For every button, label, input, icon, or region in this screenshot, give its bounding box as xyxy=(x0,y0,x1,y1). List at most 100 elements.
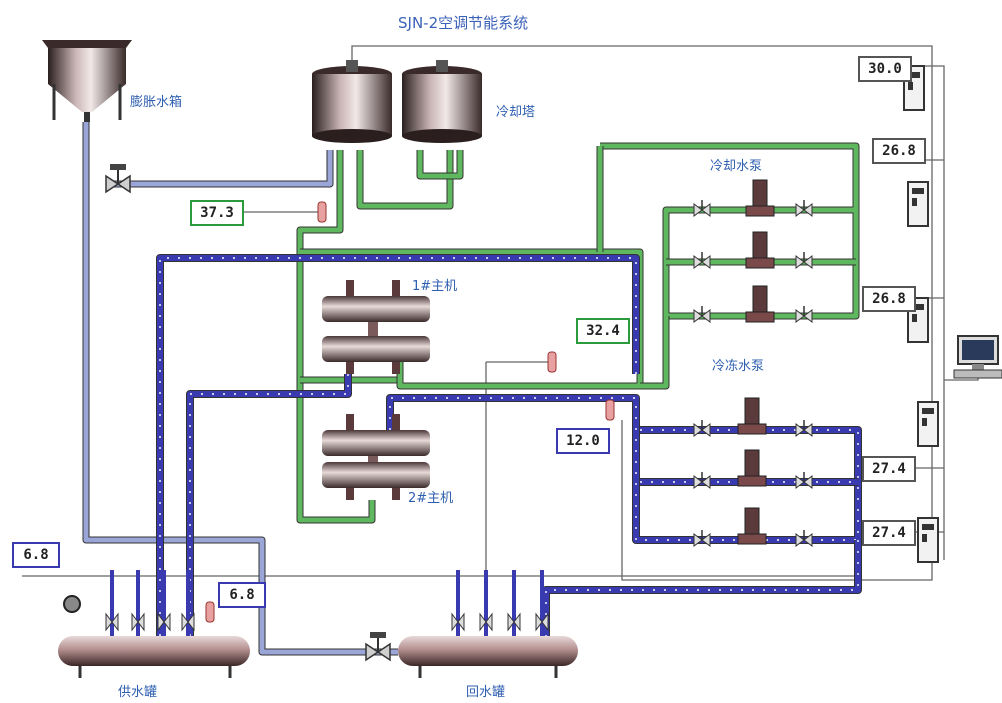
cooling-tower-2 xyxy=(402,60,482,143)
valve-icon-l xyxy=(795,203,805,217)
label-cooling-tower: 冷却塔 xyxy=(496,105,535,120)
tower-makeup-pipe xyxy=(110,150,333,187)
valve-icon-r xyxy=(803,423,813,437)
inverter-cabinet-icon-screen xyxy=(922,524,934,530)
chilled-pipe-b-flow xyxy=(189,374,349,636)
label-chilled-pumps: 冷冻水泵 xyxy=(712,358,764,374)
readout-chilled-pump-b: 27.4 xyxy=(862,520,916,546)
cooling-tower-1 xyxy=(312,60,392,143)
supply-branch-v1 xyxy=(105,612,113,632)
valve-icon-l xyxy=(693,423,703,437)
valve-icon-l xyxy=(795,533,805,547)
chilled-pipe-c xyxy=(387,395,861,543)
valve-icon-r xyxy=(803,309,813,323)
chilled-pipe-e-flow xyxy=(545,540,859,636)
diagram-title: SJN-2空调节能系统 xyxy=(398,14,528,32)
return-branch-v1 xyxy=(479,612,487,632)
makeup-pipe xyxy=(83,122,398,655)
return-branch-v2 xyxy=(485,612,493,632)
valve-icon-r xyxy=(701,309,711,323)
valve-icon-r xyxy=(701,255,711,269)
cooling-pipe-a xyxy=(297,150,375,523)
cooling-pipe-c-outline xyxy=(416,150,464,180)
computer-icon xyxy=(953,335,1002,379)
supply-branch-v1 xyxy=(181,612,189,632)
inverter-cabinet-icon-screen xyxy=(912,304,924,310)
cooling-pipe-i-outline xyxy=(640,316,670,390)
gauge-icon xyxy=(63,595,81,613)
supply-tank xyxy=(58,636,250,678)
flow-sensor-icon xyxy=(205,601,215,623)
inverter-cabinet-icon-btn xyxy=(912,198,917,206)
flow-sensor-icon xyxy=(547,351,557,373)
label-return-tank: 回水罐 xyxy=(466,685,505,700)
valve-icon-r xyxy=(701,203,711,217)
signal-line-main xyxy=(351,45,933,581)
chiller-2 xyxy=(322,414,430,500)
flow-sensor-icon xyxy=(605,399,615,421)
valve-icon-l xyxy=(693,533,703,547)
return-branch-v1 xyxy=(507,612,515,632)
valve-icon-left xyxy=(365,642,380,662)
tower-makeup-pipe-outline xyxy=(110,150,334,188)
supply-branch-v2 xyxy=(137,612,145,632)
inverter-cabinet-icon-btn xyxy=(912,314,917,322)
supply-branch-v2 xyxy=(163,612,171,632)
label-chiller-2: 2#主机 xyxy=(408,491,453,506)
pump-icon-body xyxy=(737,475,767,487)
chilled-pipe-e xyxy=(543,540,861,636)
valve-icon-l xyxy=(693,203,703,217)
valve-icon-handle xyxy=(370,632,386,638)
return-tank xyxy=(398,636,578,678)
expansion-tank xyxy=(42,40,132,122)
supply-branch-v2 xyxy=(187,612,195,632)
valve-icon-l xyxy=(795,255,805,269)
equipment-layer xyxy=(63,65,939,662)
flow-sensor-icon xyxy=(317,201,327,223)
cooling-pipe-c xyxy=(417,150,463,179)
label-cooling-pumps: 冷却水泵 xyxy=(710,159,762,174)
valve-icon-l xyxy=(693,475,703,489)
valve-icon-l xyxy=(693,309,703,323)
inverter-cabinet-icon-btn xyxy=(922,418,927,426)
valve-icon-r xyxy=(803,203,813,217)
valve-icon-r xyxy=(701,533,711,547)
valve-icon-right xyxy=(376,642,391,662)
valve-icon-l xyxy=(795,309,805,323)
valve-icon-r xyxy=(803,255,813,269)
valve-icon-r xyxy=(803,533,813,547)
readout-supply-header: 6.8 xyxy=(218,582,266,608)
valve-icon-l xyxy=(795,475,805,489)
return-branch-v1 xyxy=(451,612,459,632)
readout-cooling-pump-bottom: 26.8 xyxy=(862,286,916,312)
pump-icon-body xyxy=(745,311,775,323)
valve-icon-handle xyxy=(110,164,126,170)
supply-branch-v1 xyxy=(131,612,139,632)
pipe-network xyxy=(22,45,979,656)
return-branch-v2 xyxy=(513,612,521,632)
readout-chilled-return: 12.0 xyxy=(556,428,610,454)
pump-icon-body xyxy=(745,205,775,217)
inverter-cabinet-icon-btn xyxy=(908,82,913,90)
chilled-pipe-c-flow xyxy=(389,397,859,541)
valve-icon-l xyxy=(795,423,805,437)
inverter-cabinet-icon-screen xyxy=(922,408,934,414)
valve-icon-r xyxy=(701,423,711,437)
return-branch-v1 xyxy=(535,612,543,632)
pump-icon-body xyxy=(737,533,767,545)
readout-tower-temp: 30.0 xyxy=(858,56,912,82)
signal-line-tower xyxy=(920,65,945,560)
valve-icon-left xyxy=(105,174,120,194)
chiller-1 xyxy=(322,280,430,374)
readout-supply-left: 6.8 xyxy=(12,542,60,568)
return-branch-v2 xyxy=(457,612,465,632)
valve-icon-r xyxy=(803,475,813,489)
label-chiller-1: 1#主机 xyxy=(412,279,457,294)
chilled-pipe-b-outline xyxy=(186,374,352,636)
valve-icon-r xyxy=(701,475,711,489)
return-branch-v2 xyxy=(541,612,549,632)
supply-branch-v2 xyxy=(111,612,119,632)
chilled-pipe-b xyxy=(187,374,351,636)
label-expansion-tank: 膨胀水箱 xyxy=(130,94,182,110)
